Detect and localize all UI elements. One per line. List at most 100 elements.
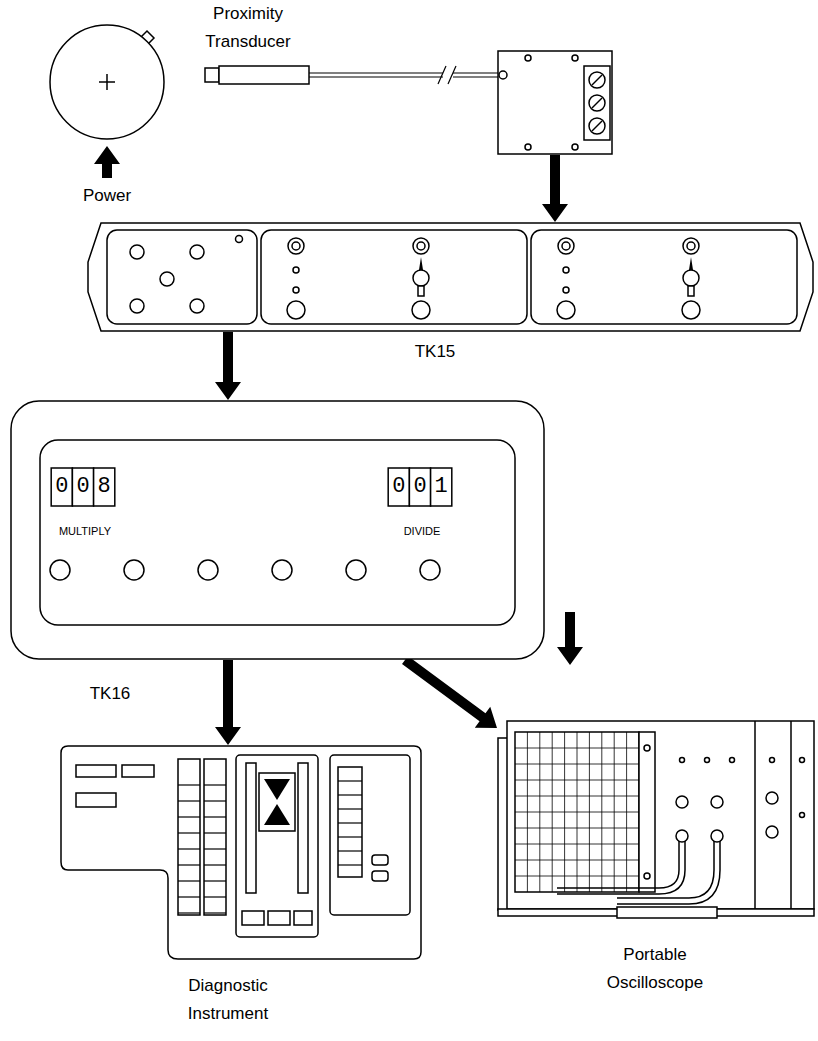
proximity-transducer-drawing-part <box>572 55 578 61</box>
diagnostic-instrument-drawing-part <box>178 832 200 833</box>
diagnostic-instrument-drawing-part <box>178 784 200 785</box>
tk15-rack-drawing-part <box>236 236 243 243</box>
diagnostic-instrument-drawing-part <box>178 864 200 865</box>
proximity-transducer-drawing-part <box>499 71 507 79</box>
tk15-rack-drawing-part <box>687 242 695 250</box>
flow-arrow <box>402 656 497 728</box>
tk15-rack-drawing-part <box>558 238 574 254</box>
diagnostic-instrument-drawing-part <box>338 780 362 781</box>
tk15-rack-drawing <box>87 222 814 332</box>
diagnostic-instrument-drawing-part <box>204 848 226 849</box>
proximity-transducer-drawing-part-part <box>309 76 443 77</box>
diagnostic-instrument-drawing-part <box>338 850 362 851</box>
shaft-symbol <box>50 25 164 139</box>
diagnostic-instrument-drawing-part <box>204 816 226 817</box>
diagnostic-instrument-drawing-part <box>236 755 318 937</box>
diagnostic-instrument-drawing-part <box>338 836 362 837</box>
portable-oscilloscope-drawing-part <box>766 826 778 838</box>
proximity-transducer-drawing-part <box>589 95 605 111</box>
tk15-rack-drawing-part <box>413 238 429 254</box>
tk16-unit-drawing-part <box>124 560 144 580</box>
tk15-rack-drawing-part <box>130 245 144 259</box>
portable-oscilloscope-drawing-part <box>711 830 723 842</box>
power-arrow <box>94 146 120 178</box>
portable-oscilloscope-drawing-part <box>730 758 735 763</box>
portable-oscilloscope-drawing-part <box>680 758 685 763</box>
diagnostic-instrument-drawing-part <box>204 880 226 881</box>
proximity-transducer-drawing-part <box>592 98 602 108</box>
tk16-unit-drawing-part <box>272 560 292 580</box>
proximity-transducer-drawing-part <box>525 144 531 150</box>
portable-oscilloscope-drawing-part <box>711 796 723 808</box>
tk15-rack-drawing-part <box>88 223 813 331</box>
portable-oscilloscope-drawing-part <box>790 721 792 909</box>
instrument-label: Portable Oscilloscope <box>595 941 715 997</box>
tk15-rack-drawing-part <box>412 301 430 319</box>
portable-oscilloscope-drawing-part-part <box>515 812 639 813</box>
portable-oscilloscope-drawing-part <box>644 873 650 879</box>
tk16-unit-drawing-part <box>420 560 440 580</box>
diagnostic-instrument-drawing-part <box>204 912 226 913</box>
portable-oscilloscope-drawing-part <box>557 838 685 894</box>
portable-oscilloscope-drawing-part <box>676 796 688 808</box>
portable-oscilloscope-drawing-part <box>770 758 775 763</box>
portable-oscilloscope-drawing-part-part <box>515 876 639 877</box>
diagnostic-instrument-drawing-part <box>330 755 410 915</box>
switch-label: DIVIDE <box>404 524 441 538</box>
diagnostic-instrument-drawing-part <box>178 848 200 849</box>
proximity-transducer-drawing-part-part <box>448 66 456 84</box>
digit-wheel-value: 001 <box>388 472 456 502</box>
portable-oscilloscope-drawing-part <box>705 758 710 763</box>
portable-oscilloscope-drawing-part <box>639 732 655 892</box>
portable-oscilloscope-drawing-part <box>800 813 805 818</box>
portable-oscilloscope-drawing-part <box>644 745 650 751</box>
digit-wheel-value: 008 <box>51 472 119 502</box>
proximity-transducer-drawing-part <box>592 75 602 85</box>
diagnostic-instrument-drawing-part <box>178 912 200 913</box>
diagnostic-instrument-drawing-part <box>204 784 226 785</box>
tk15-rack-drawing-part <box>418 286 424 296</box>
diagnostic-instrument-drawing-part <box>338 822 362 823</box>
diagnostic-instrument-drawing-part <box>268 911 290 925</box>
portable-oscilloscope-drawing-part <box>766 792 778 804</box>
proximity-transducer-drawing-part <box>309 66 498 84</box>
portable-oscilloscope-drawing-part <box>800 758 805 763</box>
tk15-rack-drawing-part <box>683 238 699 254</box>
diagnostic-instrument-drawing-part <box>264 779 290 800</box>
diagnostic-instrument-drawing-part <box>178 880 200 881</box>
proximity-transducer-drawing-part <box>205 68 219 82</box>
tk15-rack-drawing-part <box>563 267 569 273</box>
diagnostic-instrument-drawing-part <box>204 864 226 865</box>
proximity-transducer-drawing-part <box>589 72 605 88</box>
proximity-transducer-drawing-part <box>572 144 578 150</box>
tk15-rack-drawing-part <box>130 299 144 313</box>
tk15-rack-drawing-part <box>531 230 797 324</box>
tk16-unit: 008MULTIPLY001DIVIDETK16 <box>10 400 545 660</box>
unit-label: TK15 <box>415 338 456 366</box>
tk15-rack-drawing-part <box>683 270 699 286</box>
instrument-label: Diagnostic Instrument <box>173 972 283 1028</box>
portable-oscilloscope-drawing-part <box>507 721 814 909</box>
diagnostic-instrument-drawing-part <box>178 759 200 915</box>
diagnostic-instrument-drawing-part <box>178 816 200 817</box>
tk15-rack-drawing-part <box>293 267 299 273</box>
diagnostic-instrument-drawing-part <box>246 763 256 893</box>
diagnostic-instrument-drawing-part <box>204 896 226 897</box>
proximity-transducer-drawing-part-part <box>453 76 498 77</box>
diagnostic-instrument-drawing-part <box>204 800 226 801</box>
transducer-label: Proximity Transducer <box>193 0 303 56</box>
power-label: Power <box>83 182 131 210</box>
shaft-symbol-part <box>50 25 164 139</box>
tk16-unit-drawing-part <box>50 560 70 580</box>
tk15-rack-drawing-part <box>287 301 305 319</box>
diagnostic-instrument-drawing-part <box>178 800 200 801</box>
tk15-rack-drawing-part <box>190 245 204 259</box>
portable-oscilloscope-drawing-part-part <box>515 748 639 749</box>
tk15-rack-drawing-part <box>261 230 527 324</box>
diagnostic-instrument-drawing-part <box>338 767 362 877</box>
portable-oscilloscope-drawing-part-part <box>515 764 639 765</box>
portable-oscilloscope-drawing-part <box>515 732 639 892</box>
diagnostic-instrument-drawing-part <box>204 832 226 833</box>
diagnostic-instrument-drawing-part <box>372 871 388 881</box>
